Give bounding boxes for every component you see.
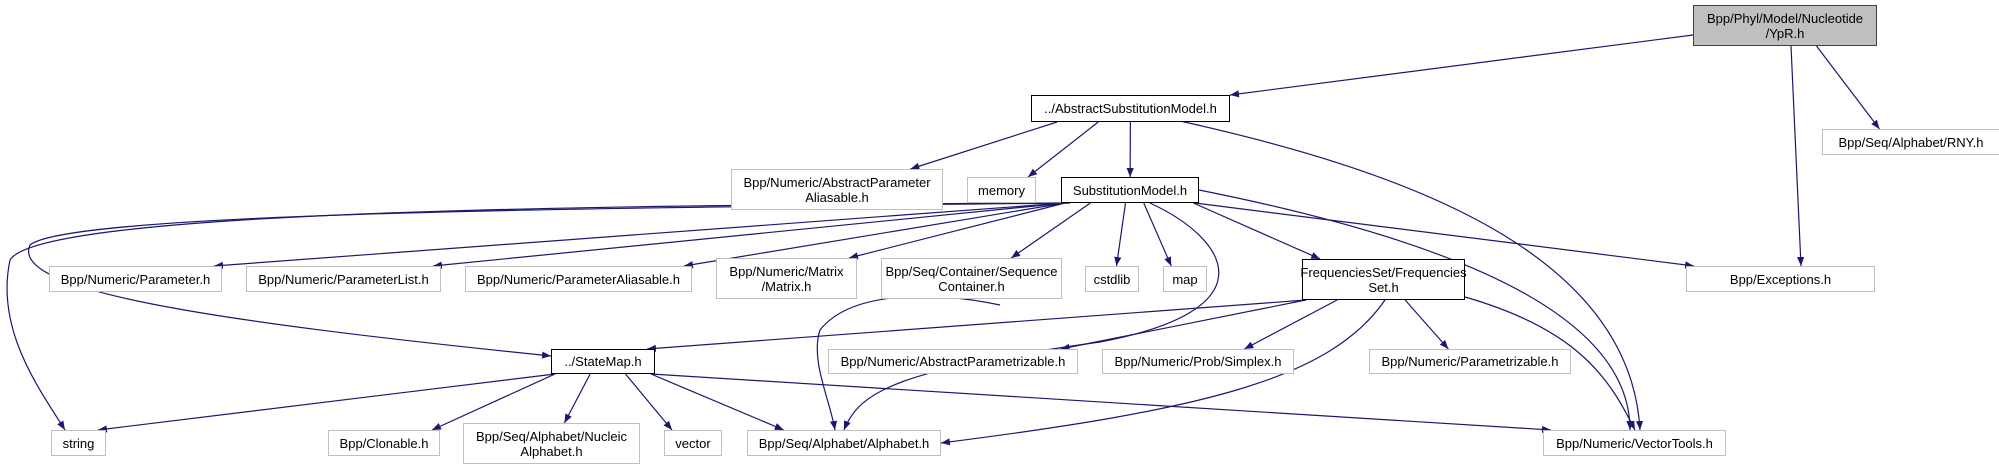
edge-freq-to-aparam (1060, 299, 1307, 351)
edge-sm-to-cstdlib (1114, 202, 1127, 267)
node-vector-tools-h: Bpp/Numeric/VectorTools.h (1543, 430, 1726, 456)
node-sequence-container-h: Bpp/Seq/Container/Sequence Container.h (881, 258, 1062, 299)
edge-ypr-to-rny (1816, 45, 1880, 130)
node-parameter-aliasable-h: Bpp/Numeric/ParameterAliasable.h (465, 266, 692, 292)
edge-statemap-to-vtools (650, 373, 1552, 434)
node-state-map-h[interactable]: ../StateMap.h (551, 349, 655, 374)
edge-asm-to-vtools (1179, 120, 1644, 431)
edge-statemap-to-vector (625, 373, 673, 431)
edge-statemap-to-clonable (431, 373, 556, 431)
node-frequencies-set-h[interactable]: FrequenciesSet/Frequencies Set.h (1300, 259, 1467, 300)
node-rny-h: Bpp/Seq/Alphabet/RNY.h (1822, 129, 1999, 155)
edge-statemap-to-nucleic (563, 373, 591, 424)
edge-sm-to-seqcont (1010, 202, 1091, 259)
node-matrix-h: Bpp/Numeric/Matrix /Matrix.h (716, 258, 857, 299)
edge-freq-to-parametrizable (1404, 299, 1449, 350)
edge-statemap-to-string (97, 373, 556, 433)
node-simplex-h: Bpp/Numeric/Prob/Simplex.h (1102, 349, 1294, 374)
edge-sm-to-alphabet (843, 202, 1220, 431)
edge-sm-to-plist (432, 202, 1066, 269)
node-abstract-parameter-aliasable-h: Bpp/Numeric/AbstractParameter Aliasable.… (731, 169, 943, 210)
edge-sm-to-freq (1193, 202, 1321, 260)
edge-freq-to-vtools (1464, 296, 1636, 431)
node-string: string (51, 430, 106, 456)
edge-ypr-to-exc (1790, 45, 1805, 267)
edge-sm-to-matrix (848, 202, 1066, 260)
edge-statemap-to-alphabet (650, 373, 784, 431)
edge-asm-to-apa (910, 121, 1058, 170)
node-abstract-parametrizable-h: Bpp/Numeric/AbstractParametrizable.h (828, 349, 1078, 374)
edge-asm-to-memory (1027, 121, 1099, 178)
node-map: map (1163, 266, 1207, 292)
edge-ypr-to-asm (1229, 34, 1694, 98)
node-exceptions-h: Bpp/Exceptions.h (1686, 266, 1875, 292)
edge-sm-to-param (213, 202, 1066, 269)
edge-sm-to-exc (1194, 202, 1695, 269)
edge-freq-to-simplex (1244, 299, 1338, 350)
node-substitution-model-h[interactable]: SubstitutionModel.h (1061, 177, 1199, 203)
edge-sm-to-string (6, 202, 1071, 431)
node-parameter-list-h: Bpp/Numeric/ParameterList.h (246, 266, 441, 292)
node-clonable-h: Bpp/Clonable.h (328, 430, 440, 456)
edge-freq-to-alphabet (940, 299, 1386, 446)
node-ypr-h: Bpp/Phyl/Model/Nucleotide /YpR.h (1693, 5, 1877, 46)
edge-sm-to-palias (683, 202, 1066, 269)
node-memory: memory (967, 177, 1036, 203)
edge-sm-to-vtools (1198, 189, 1634, 431)
node-parametrizable-h: Bpp/Numeric/Parametrizable.h (1369, 349, 1571, 374)
node-vector: vector (664, 430, 722, 456)
node-cstdlib: cstdlib (1085, 266, 1139, 292)
node-abstract-substitution-model-h[interactable]: ../AbstractSubstitutionModel.h (1031, 95, 1230, 122)
node-parameter-h: Bpp/Numeric/Parameter.h (49, 266, 222, 292)
edge-sm-to-statemap (28, 202, 1071, 359)
node-alphabet-h: Bpp/Seq/Alphabet/Alphabet.h (747, 430, 941, 456)
edge-freq-to-statemap (646, 299, 1307, 352)
node-nucleic-alphabet-h: Bpp/Seq/Alphabet/Nucleic Alphabet.h (463, 423, 640, 464)
edge-sm-to-map (1143, 202, 1172, 267)
